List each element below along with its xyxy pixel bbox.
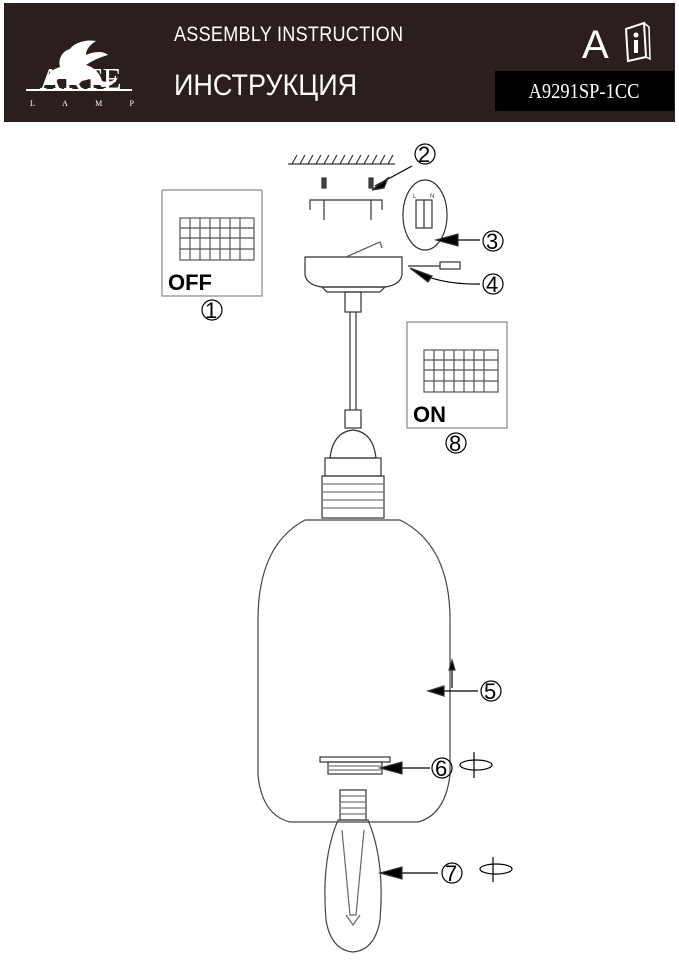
- step-7-callout: 7: [377, 857, 513, 886]
- lamp-socket: [321, 429, 385, 519]
- step-5-number: 5: [484, 679, 496, 704]
- ceiling-hatch-icon: [288, 154, 395, 165]
- brand-sub-letter: L: [30, 99, 35, 108]
- off-label: OFF: [168, 270, 212, 295]
- step-1-number: 1: [205, 298, 217, 323]
- step-2-number: 2: [418, 142, 430, 167]
- step-6-callout: 6: [377, 752, 493, 781]
- terminal-block-icon: [179, 217, 255, 261]
- rotate-icon: [459, 752, 493, 778]
- title-english: ASSEMBLY INSTRUCTION: [174, 23, 404, 46]
- rotate-icon: [479, 857, 513, 882]
- edison-bulb: [324, 789, 382, 953]
- terminal-block-icon: [423, 349, 499, 393]
- terminal-label-l: L: [413, 194, 417, 200]
- ceiling-canopy: [304, 241, 403, 293]
- switch-off-panel: OFF 1: [161, 189, 263, 323]
- brand-sub-letter: A: [62, 99, 68, 108]
- step-6-number: 6: [435, 756, 447, 781]
- title-russian: ИНСТРУКЦИЯ: [174, 69, 358, 102]
- glass-shade: [257, 519, 451, 823]
- terminal-label-n: N: [430, 194, 434, 200]
- step-7-number: 7: [445, 861, 457, 886]
- step-4-callout: 4: [409, 267, 504, 297]
- step-3-callout: 3: [433, 229, 504, 254]
- on-label: ON: [413, 402, 446, 427]
- brand-sub-letter: P: [129, 99, 134, 108]
- ring-nut: [319, 756, 391, 775]
- brand-name: ARTE: [39, 61, 123, 96]
- terminal-zoom-callout: [402, 179, 448, 251]
- winged-lion-logo-icon: [26, 40, 132, 91]
- info-book-icon: [624, 21, 651, 63]
- class-letter: A: [582, 23, 609, 67]
- step-5-callout: 5: [425, 657, 502, 704]
- step-8-number: 8: [449, 431, 461, 456]
- header-banner: ARTE L A M P ASSEMBLY INSTRUCTION ИНСТРУ…: [4, 3, 675, 122]
- pendant-cord: [344, 291, 362, 429]
- brand-subtitle: L A M P: [30, 99, 134, 108]
- step-2-callout: 2: [371, 142, 436, 191]
- side-screw-icon: [408, 261, 461, 270]
- brand-sub-letter: M: [95, 99, 103, 108]
- mounting-screws-icon: [309, 177, 383, 220]
- step-3-number: 3: [486, 229, 498, 254]
- switch-on-panel: ON 8: [406, 321, 508, 456]
- step-4-number: 4: [486, 272, 498, 297]
- model-number: A9291SP-1CC: [495, 71, 674, 111]
